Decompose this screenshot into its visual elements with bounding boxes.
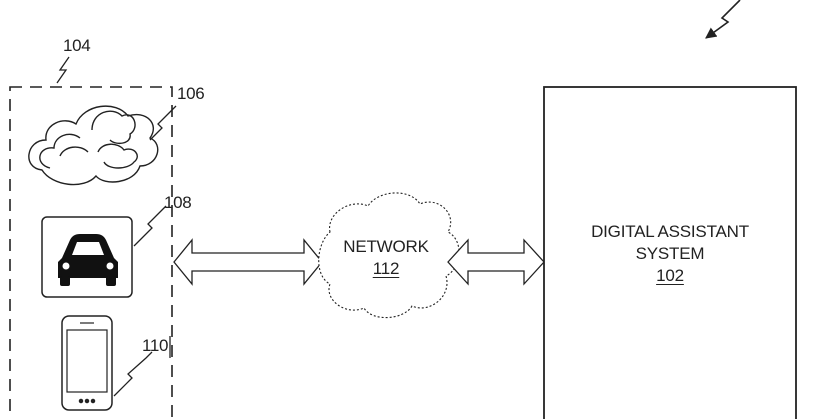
assistant-title-line1: DIGITAL ASSISTANT (591, 222, 749, 241)
assistant-ref: 102 (656, 266, 684, 285)
leader-106 (149, 105, 177, 141)
network-cloud (318, 192, 460, 319)
assistant-label-block: DIGITAL ASSISTANT SYSTEM 102 (560, 221, 780, 287)
leader-108 (133, 205, 167, 247)
network-ref: 112 (372, 259, 400, 278)
ref-label-108: 108 (164, 193, 192, 212)
assistant-title-line2: SYSTEM (635, 244, 705, 263)
digital-assistant-box (543, 86, 797, 419)
ref-label-110: 110 (142, 336, 169, 355)
ref-label-104: 104 (63, 36, 91, 55)
arrow-group-network (173, 238, 323, 286)
leader-110 (113, 351, 153, 397)
device-group-box (9, 86, 173, 419)
network-label-block: NETWORK 112 (332, 236, 440, 280)
leader-104 (56, 56, 70, 84)
car-icon (41, 216, 133, 298)
cloud-icon (28, 105, 159, 186)
network-label: NETWORK (343, 237, 429, 256)
arrow-network-assistant (447, 238, 545, 286)
smartphone-icon (61, 315, 113, 411)
figure-reference-arrow (705, 0, 741, 39)
ref-label-106: 106 (177, 84, 205, 103)
